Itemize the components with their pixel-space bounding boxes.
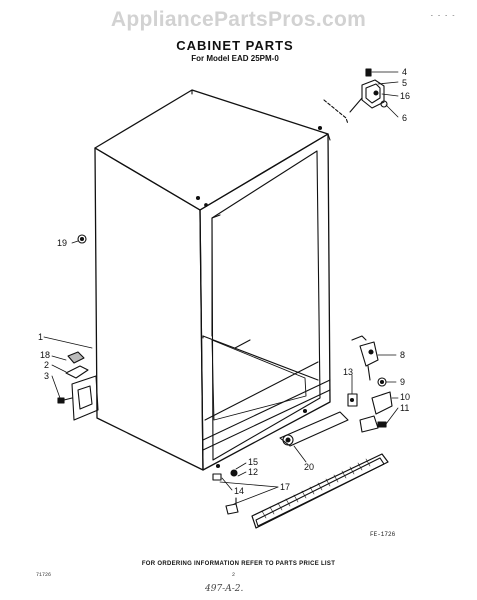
side-plug [77, 234, 87, 244]
callout-leaders [43, 71, 399, 505]
callout-5: 5 [402, 78, 407, 88]
cabinet-shell [94, 89, 331, 471]
callout-16: 16 [400, 91, 410, 101]
callout-2: 2 [44, 360, 49, 370]
callout-19: 19 [57, 238, 67, 248]
watermark-text: AppliancePartsPros.com [110, 8, 367, 31]
ordering-footer: FOR ORDERING INFORMATION REFER TO PARTS … [141, 561, 336, 567]
document-code: 71726 [36, 572, 52, 578]
callout-labels: 4 5 16 6 19 1 18 2 3 8 13 9 10 11 15 12 … [38, 67, 410, 496]
callout-9: 9 [400, 377, 405, 387]
callout-17: 17 [280, 482, 290, 492]
callout-4: 4 [402, 67, 407, 77]
callout-11: 11 [400, 403, 409, 413]
callout-6: 6 [402, 113, 407, 123]
diagram-subtitle: For Model EAD 25PM-0 [191, 54, 279, 63]
bottom-hinge-assembly [347, 335, 393, 433]
handwritten-note: 497-A-2. [205, 584, 244, 594]
diagram-title: CABINET PARTS [176, 38, 294, 53]
callout-3: 3 [44, 371, 49, 381]
page-number: 2 [232, 572, 236, 578]
callout-8: 8 [400, 350, 405, 360]
callout-20: 20 [304, 462, 314, 472]
top-right-mark: - - - - [430, 12, 456, 19]
callout-12: 12 [248, 467, 258, 477]
callout-10: 10 [400, 392, 410, 402]
callout-1: 1 [38, 332, 43, 342]
top-hinge-assembly [323, 68, 388, 125]
callout-13: 13 [343, 367, 353, 377]
callout-18: 18 [40, 350, 50, 360]
callout-15: 15 [248, 457, 258, 467]
callout-14: 14 [234, 486, 244, 496]
figure-code: FE-1726 [370, 531, 396, 538]
left-bracket-assembly [57, 351, 99, 421]
